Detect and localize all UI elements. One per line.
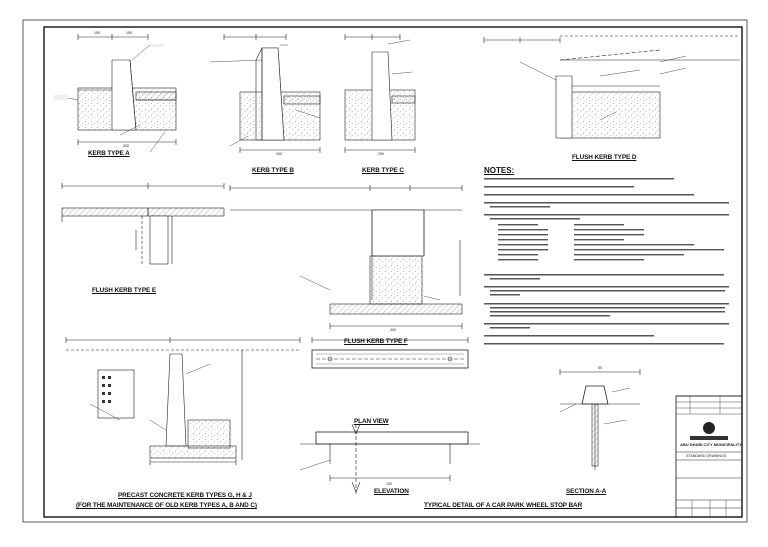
dim-elevation: 100	[386, 482, 392, 486]
kerb-type-b-detail	[209, 34, 321, 153]
label-plan-view: PLAN VIEW	[354, 418, 389, 425]
wheel-stop-plan-view	[311, 337, 469, 369]
note-line	[484, 185, 742, 190]
flush-kerb-type-d-detail	[483, 35, 740, 139]
label-flush-kerb-type-d: FLUSH KERB TYPE D	[572, 154, 637, 161]
label-precast-kerb-types: PRECAST CONCRETE KERB TYPES G, H & J	[118, 492, 252, 499]
note-line	[484, 302, 742, 319]
inner-border	[43, 26, 743, 518]
dim-flush-f-base: 400	[390, 328, 396, 332]
outer-border	[22, 19, 748, 523]
label-precast-maintenance: (FOR THE MAINTENANCE OF OLD KERB TYPES A…	[76, 502, 257, 509]
note-line	[484, 334, 742, 339]
note-text-bar	[484, 274, 724, 280]
note-line	[484, 273, 742, 282]
note-line	[484, 177, 742, 182]
label-kerb-type-c: KERB TYPE C	[362, 167, 404, 174]
label-flush-kerb-type-f: FLUSH KERB TYPE F	[344, 338, 408, 345]
note-text-bar	[484, 202, 729, 208]
note-text-bar	[484, 302, 729, 317]
title-block-authority: ABU DHABI CITY MUNICIPALITY	[680, 442, 742, 447]
title-block-section: STANDARD DRAWINGS	[686, 454, 727, 458]
note-line	[484, 322, 742, 331]
dim-kerb-a-base: 300	[123, 144, 129, 148]
label-kerb-type-b: KERB TYPE B	[252, 167, 294, 174]
note-line	[484, 342, 742, 347]
note-line	[484, 193, 742, 198]
section-a-a-detail	[559, 369, 641, 470]
kerb-type-a-detail	[54, 34, 177, 153]
municipality-emblem-icon	[703, 422, 715, 434]
dim-kerb-c-base: 250	[378, 152, 384, 156]
label-elevation: ELEVATION	[374, 488, 409, 495]
note-text-bar	[484, 178, 674, 180]
dim-kerb-a-right: 150	[126, 31, 132, 35]
note-text-bar	[484, 342, 724, 345]
note-text-bar	[484, 186, 634, 188]
precast-kerb-ghj-detail	[65, 337, 301, 465]
dim-section-a-a: 50	[598, 366, 602, 370]
note-line	[484, 213, 742, 270]
note-line	[484, 201, 742, 210]
kerb-type-c-detail	[344, 34, 416, 153]
label-kerb-type-a: KERB TYPE A	[88, 150, 130, 157]
note-line	[484, 285, 742, 298]
flush-kerb-type-f-detail	[229, 185, 463, 329]
note-text-bar	[484, 194, 694, 196]
label-wheel-stop-detail: TYPICAL DETAIL OF A CAR PARK WHEEL STOP …	[424, 502, 583, 509]
flush-kerb-type-e-detail	[61, 183, 225, 265]
notes-list	[484, 177, 742, 350]
wheel-stop-elevation	[299, 423, 480, 494]
notes-heading: NOTES:	[484, 166, 515, 175]
note-text-bar	[484, 322, 729, 329]
title-block	[675, 395, 743, 518]
dim-kerb-b-base: 300	[276, 152, 282, 156]
note-text-bar	[484, 286, 729, 296]
label-section-a-a: SECTION A-A	[566, 488, 607, 495]
note-text-bar	[484, 214, 729, 261]
dim-kerb-a-left: 150	[94, 31, 100, 35]
arabic-calligraphy-logo	[690, 436, 728, 440]
label-flush-kerb-type-e: FLUSH KERB TYPE E	[92, 287, 156, 294]
note-text-bar	[484, 334, 654, 337]
